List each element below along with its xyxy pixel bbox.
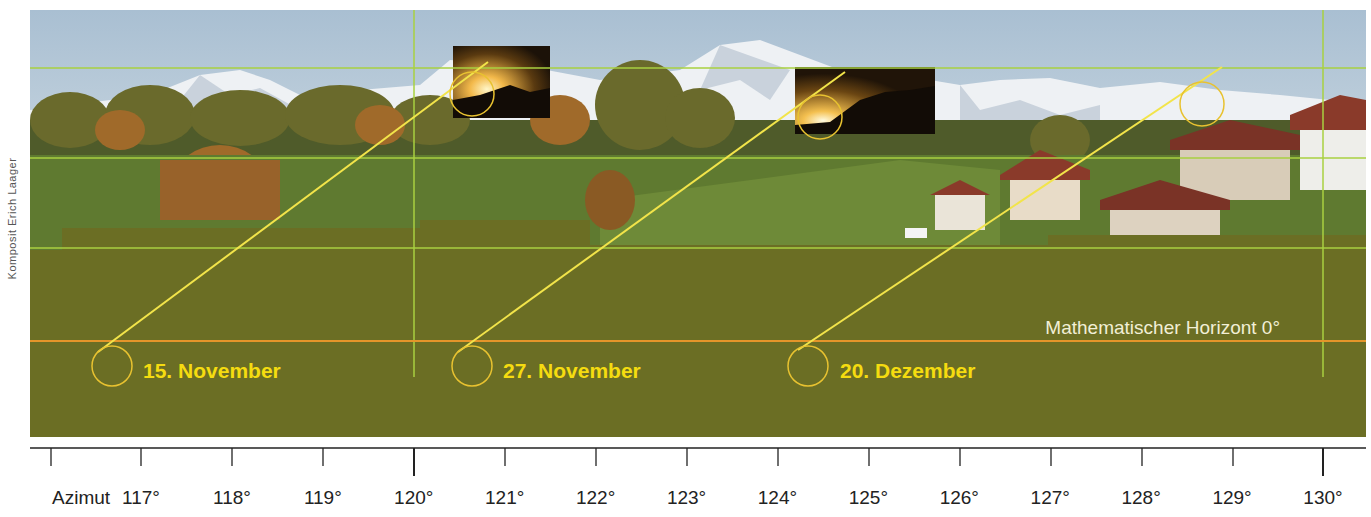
axis-tick-label: 118° <box>213 488 251 507</box>
date-label: 20. Dezember <box>840 360 975 381</box>
axis-tick-label: 129° <box>1212 488 1251 507</box>
axis-tick-label: 120° <box>394 488 433 507</box>
horizon-label: Mathematischer Horizont 0° <box>1045 318 1280 337</box>
date-label: 15. November <box>143 360 281 381</box>
axis-tick-label: 128° <box>1121 488 1160 507</box>
axis-tick-label: 119° <box>304 488 342 507</box>
axis-tick-label: 127° <box>1031 488 1070 507</box>
axis-tick-label: 126° <box>940 488 979 507</box>
axis-tick-label: 123° <box>667 488 706 507</box>
axis-tick-label: 117° <box>122 488 160 507</box>
axis-tick-label: 124° <box>758 488 797 507</box>
axis-tick-label: 125° <box>849 488 888 507</box>
credit-text: Komposit Erich Laager <box>8 157 19 279</box>
axis-tick-label: 122° <box>576 488 615 507</box>
axis-tick-label: 130° <box>1303 488 1342 507</box>
axis-tick-label: 121° <box>485 488 524 507</box>
date-label: 27. November <box>503 360 641 381</box>
axis-title: Azimut <box>52 488 110 507</box>
